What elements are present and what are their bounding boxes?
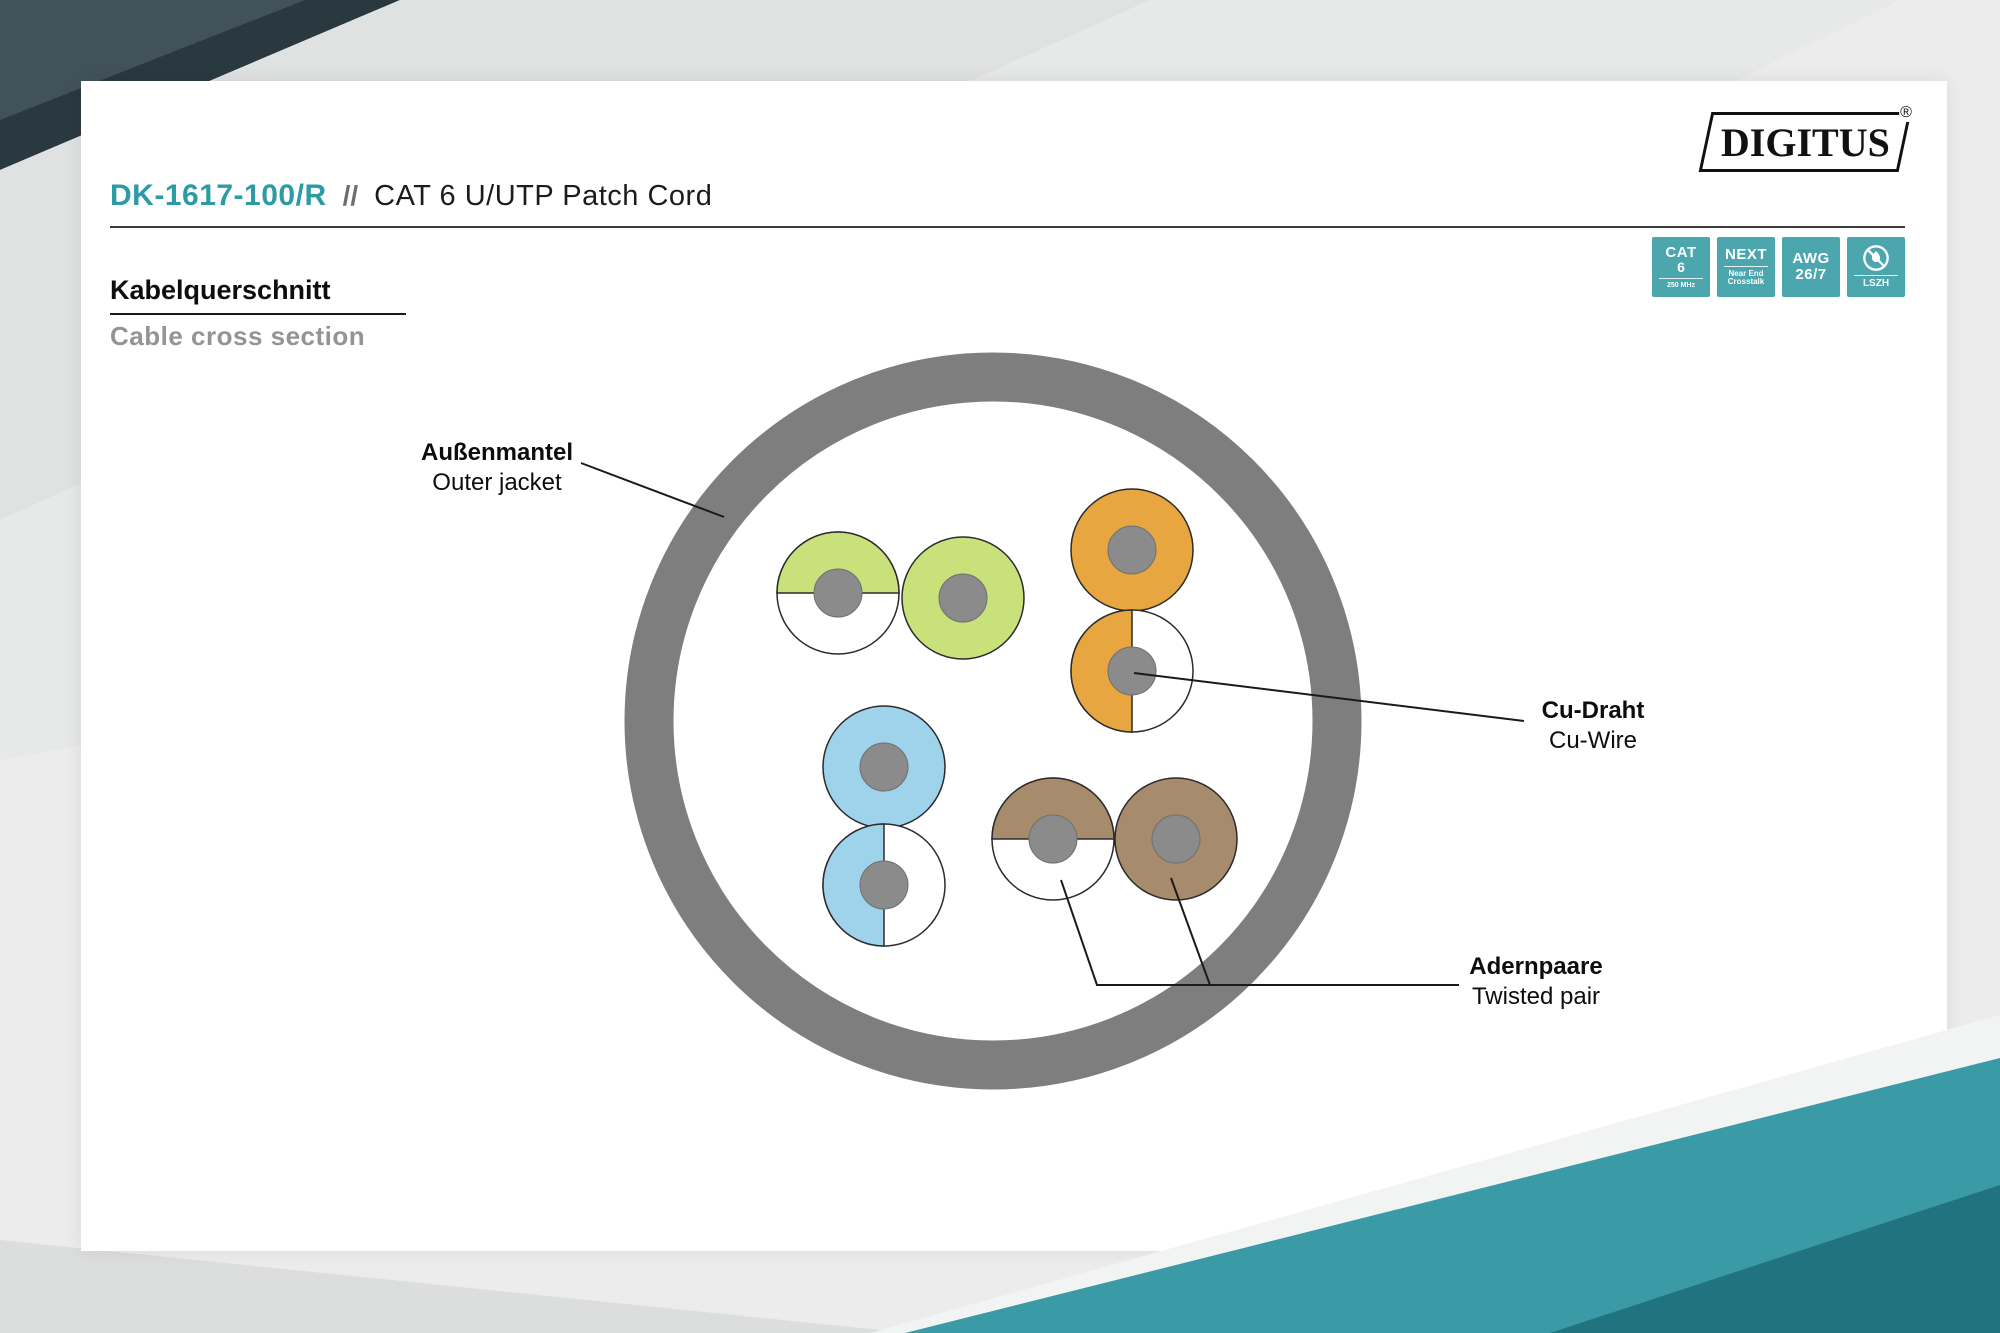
copper-conductor [1107,646,1157,696]
twisted-pair-green [776,531,1025,660]
copper-conductor [1028,814,1078,864]
leader-line-twisted-pair-left [1060,879,1459,986]
label-outer-jacket: Außenmantel Outer jacket [367,438,627,498]
copper-conductor [859,742,909,792]
copper-conductor [938,573,988,623]
label-twisted-pair-de: Adernpaare [1469,953,1603,980]
label-outer-jacket-en: Outer jacket [432,469,562,496]
twisted-pair-blue [822,705,946,947]
twisted-pair-brown [991,777,1238,901]
wire-brown-half-fill [991,777,1115,840]
cable-cross-section-diagram [580,352,1525,1090]
wire-blue-half-fill [822,823,885,947]
label-cu-wire-en: Cu-Wire [1549,727,1637,754]
leader-line-twisted-pair-right [1170,877,1211,986]
content-card: DIGITUS ® DK-1617-100/R//CAT 6 U/UTP Pat… [81,81,1947,1251]
copper-conductor [813,568,863,618]
label-outer-jacket-de: Außenmantel [420,439,573,466]
outer-jacket-ring [624,352,1362,1090]
label-cu-wire: Cu-Draht Cu-Wire [1463,696,1723,756]
twisted-pair-orange [1070,488,1194,733]
copper-conductor [1107,525,1157,575]
label-twisted-pair: Adernpaare Twisted pair [1406,952,1666,1012]
copper-conductor [859,860,909,910]
copper-conductor [1151,814,1201,864]
label-cu-wire-de: Cu-Draht [1541,697,1645,724]
label-twisted-pair-en: Twisted pair [1471,983,1601,1010]
